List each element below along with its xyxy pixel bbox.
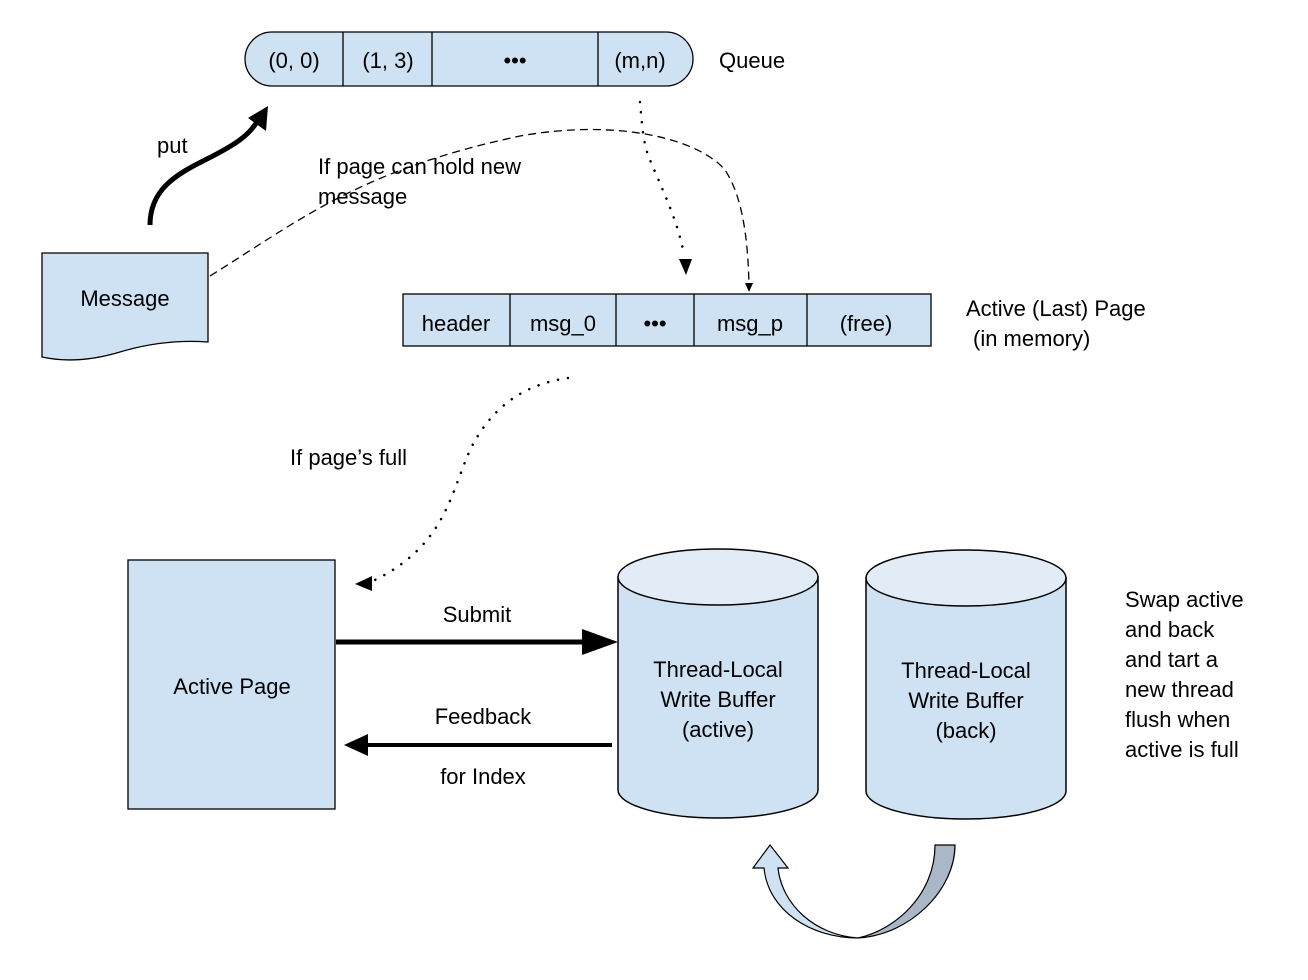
queue-cell: (m,n) xyxy=(614,48,665,73)
page-full-label: If page’s full xyxy=(290,445,407,470)
message-shape xyxy=(41,252,209,361)
write-buffer-active: Thread-Local Write Buffer (active) xyxy=(617,548,819,819)
page-cell-header: header xyxy=(422,311,491,336)
active-last-page-shape xyxy=(402,293,932,347)
queue: (0, 0) (1, 3) ••• (m,n) Queue xyxy=(244,31,785,87)
swap-note-line: active is full xyxy=(1125,737,1239,762)
page-cell-msgp: msg_p xyxy=(717,311,783,336)
swap-note-line: flush when xyxy=(1125,707,1230,732)
dotted-connector-line xyxy=(638,100,686,257)
submit-arrow-head xyxy=(582,629,618,655)
dashed-connector-arrowhead xyxy=(745,283,753,292)
cylinder-top xyxy=(865,549,1067,607)
cylinder-top xyxy=(617,548,819,606)
swap-note-line: new thread xyxy=(1125,677,1234,702)
buffer-label: Thread-Local xyxy=(901,658,1031,683)
dashed-connector-label: If page can hold new xyxy=(318,154,521,179)
swap-arrow-icon xyxy=(751,844,956,939)
feedback-label: for Index xyxy=(440,764,526,789)
submit-label: Submit xyxy=(443,602,511,627)
put-arrow-head xyxy=(248,106,268,131)
message-label: Message xyxy=(80,286,169,311)
dotted-connector-full: If page’s full xyxy=(290,376,570,591)
active-last-page-label: Active (Last) Page xyxy=(966,296,1146,321)
swap-note: Swap active and back and tart a new thre… xyxy=(1125,587,1244,762)
feedback-label: Feedback xyxy=(435,704,533,729)
buffer-label: Write Buffer xyxy=(660,687,775,712)
page-cell-ellipsis: ••• xyxy=(643,311,666,336)
dotted-connector-queue xyxy=(638,100,692,275)
cylinder-body xyxy=(617,576,819,819)
put-arrow: put xyxy=(147,106,268,226)
put-label: put xyxy=(157,133,188,158)
swap-note-line: and tart a xyxy=(1125,647,1219,672)
queue-cell: (0, 0) xyxy=(268,48,319,73)
page-cell-free: (free) xyxy=(840,311,893,336)
active-page-shape xyxy=(127,559,336,810)
dashed-connector-line xyxy=(209,128,750,285)
page-cell-msg0: msg_0 xyxy=(530,311,596,336)
message-document: Message xyxy=(41,252,209,361)
swap-note-line: and back xyxy=(1125,617,1215,642)
active-last-page: header msg_0 ••• msg_p (free) Active (La… xyxy=(402,293,1146,351)
dotted-connector-arrowhead xyxy=(355,576,372,591)
cylinder-body xyxy=(865,577,1067,820)
swap-note-line: Swap active xyxy=(1125,587,1244,612)
buffer-label: Write Buffer xyxy=(908,688,1023,713)
queue-cell: (1, 3) xyxy=(362,48,413,73)
buffer-label: Thread-Local xyxy=(653,657,783,682)
active-page: Active Page xyxy=(127,559,336,810)
dotted-connector-line xyxy=(373,376,570,582)
dashed-connector: If page can hold new message xyxy=(209,128,753,292)
dotted-connector-arrowhead xyxy=(679,259,692,275)
swap-arrow-head xyxy=(751,844,859,939)
buffer-label: (active) xyxy=(682,717,754,742)
feedback-arrow-head xyxy=(344,734,368,756)
write-buffer-back: Thread-Local Write Buffer (back) xyxy=(865,549,1067,820)
buffer-label: (back) xyxy=(935,718,996,743)
put-arrow-line xyxy=(147,118,261,226)
feedback-arrow: Feedback for Index xyxy=(344,704,612,789)
active-page-label: Active Page xyxy=(173,674,290,699)
active-last-page-sublabel: (in memory) xyxy=(973,326,1090,351)
queue-cell-ellipsis: ••• xyxy=(503,48,526,73)
submit-arrow: Submit xyxy=(336,602,618,655)
dashed-connector-label: message xyxy=(318,184,407,209)
swap-arrow-tail xyxy=(857,844,956,939)
queue-label: Queue xyxy=(719,48,785,73)
queue-shape xyxy=(244,31,694,87)
